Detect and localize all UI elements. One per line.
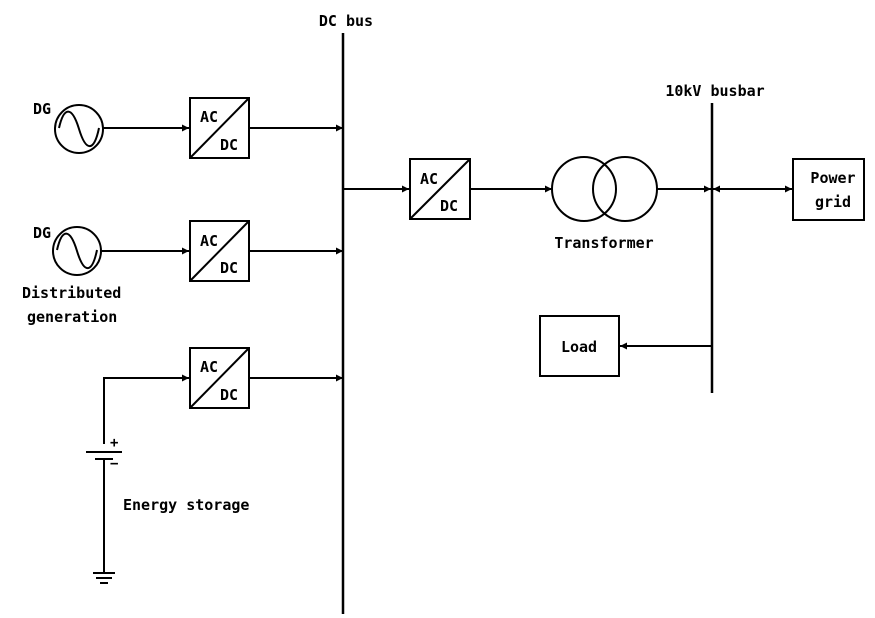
power-grid-label-line1: Power <box>810 169 855 187</box>
power-grid-box: Power grid <box>792 158 865 221</box>
load-label: Load <box>561 338 597 356</box>
dg-label-1: DG <box>33 100 51 118</box>
load-box: Load <box>539 315 620 377</box>
converter-3-bottom: DC <box>220 386 238 404</box>
dg-source-2 <box>52 226 102 276</box>
dc-bus-label: DC bus <box>319 12 373 30</box>
transformer-label: Transformer <box>554 234 653 252</box>
battery-plus-sign: + <box>110 435 118 451</box>
converter-1-bottom: DC <box>220 136 238 154</box>
converter-ac-dc-2: AC DC <box>189 220 250 282</box>
converter-4-top: AC <box>420 170 438 188</box>
ground-icon <box>93 572 115 584</box>
sine-wave-icon <box>56 232 98 270</box>
converter-1-top: AC <box>200 108 218 126</box>
power-grid-label-line2: grid <box>815 193 851 211</box>
converter-4-bottom: DC <box>440 197 458 215</box>
dg-label-2: DG <box>33 224 51 242</box>
converter-ac-dc-1: AC DC <box>189 97 250 159</box>
distributed-generation-label-line2: generation <box>27 308 117 326</box>
battery-icon <box>86 451 122 572</box>
dg-source-1 <box>54 104 104 154</box>
energy-storage-label: Energy storage <box>123 496 249 514</box>
distributed-generation-label-line1: Distributed <box>22 284 121 302</box>
sine-wave-icon <box>58 110 100 148</box>
busbar-10kv-label: 10kV busbar <box>665 82 764 100</box>
transformer-icon <box>551 156 658 222</box>
storage-to-converter-arrow <box>103 374 189 444</box>
converter-2-top: AC <box>200 232 218 250</box>
converter-ac-dc-3: AC DC <box>189 347 250 409</box>
converter-2-bottom: DC <box>220 259 238 277</box>
converter-3-top: AC <box>200 358 218 376</box>
battery-minus-sign: − <box>110 456 118 472</box>
converter-ac-dc-4: AC DC <box>409 158 471 220</box>
